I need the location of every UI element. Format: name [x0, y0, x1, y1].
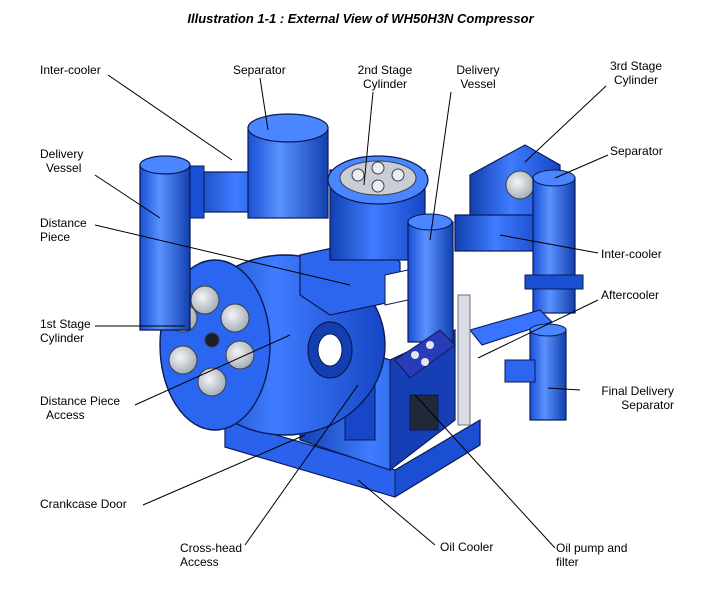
label-final-delivery-separator: Final Delivery Separator — [601, 384, 674, 412]
label-inter-cooler-1: Inter-cooler — [40, 63, 101, 77]
label-oil-cooler: Oil Cooler — [440, 540, 494, 554]
leader-lines — [94, 74, 609, 549]
final-delivery-separator — [504, 323, 567, 421]
label-distance-piece: Distance Piece — [40, 216, 87, 244]
base-skid — [224, 418, 481, 498]
label-delivery-vessel-left: Delivery Vessel — [40, 147, 84, 175]
label-crankcase-door: Crankcase Door — [40, 497, 127, 511]
delivery-vessel-left — [139, 155, 191, 331]
label-inter-cooler-2: Inter-cooler — [601, 247, 662, 261]
oil-pump-panel — [394, 329, 456, 431]
label-first-stage-cylinder: 1st Stage Cylinder — [40, 317, 91, 345]
label-aftercooler: Aftercooler — [601, 288, 660, 302]
label-third-stage-cylinder: 3rd Stage Cylinder — [609, 59, 663, 87]
illustration-title: Illustration 1-1 : External View of WH50… — [187, 11, 534, 26]
label-oil-pump-and-filter: Oil pump and filter — [556, 541, 628, 569]
separator-right — [524, 169, 584, 314]
inter-cooler-right — [454, 214, 546, 252]
label-second-stage-cylinder: 2nd Stage Cylinder — [357, 63, 413, 91]
label-distance-piece-access: Distance Piece Access — [40, 394, 121, 422]
label-separator-1: Separator — [233, 63, 286, 77]
label-separator-2: Separator — [610, 144, 663, 158]
label-cross-head-access: Cross-head Access — [180, 541, 243, 569]
separator-top — [247, 113, 329, 219]
label-delivery-vessel-top: Delivery Vessel — [456, 63, 500, 91]
delivery-vessel-center — [407, 213, 454, 343]
